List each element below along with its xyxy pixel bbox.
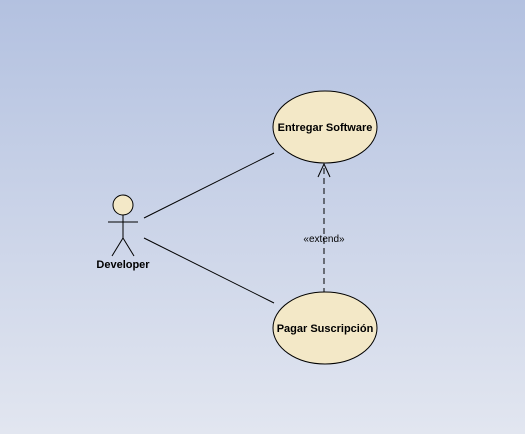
actor-stick-figure-icon: [108, 194, 138, 257]
extend-arrowhead-icon: [317, 162, 331, 178]
association-line-pagar[interactable]: [143, 237, 275, 304]
use-case-entregar-software[interactable]: Entregar Software: [272, 90, 378, 164]
actor-head-icon: [112, 194, 134, 216]
extend-label: «extend»: [303, 234, 345, 245]
use-case-pagar-suscripcion[interactable]: Pagar Suscripción: [272, 291, 378, 365]
actor-name-label: Developer: [96, 259, 150, 271]
extend-relationship[interactable]: «extend»: [303, 162, 345, 294]
association-line-entregar[interactable]: [143, 152, 275, 219]
actor-developer[interactable]: Developer: [96, 194, 150, 271]
use-case-label: Entregar Software: [278, 122, 373, 134]
use-case-ellipse[interactable]: [272, 90, 378, 164]
use-case-ellipse[interactable]: [272, 291, 378, 365]
use-case-label: Pagar Suscripción: [277, 323, 374, 335]
